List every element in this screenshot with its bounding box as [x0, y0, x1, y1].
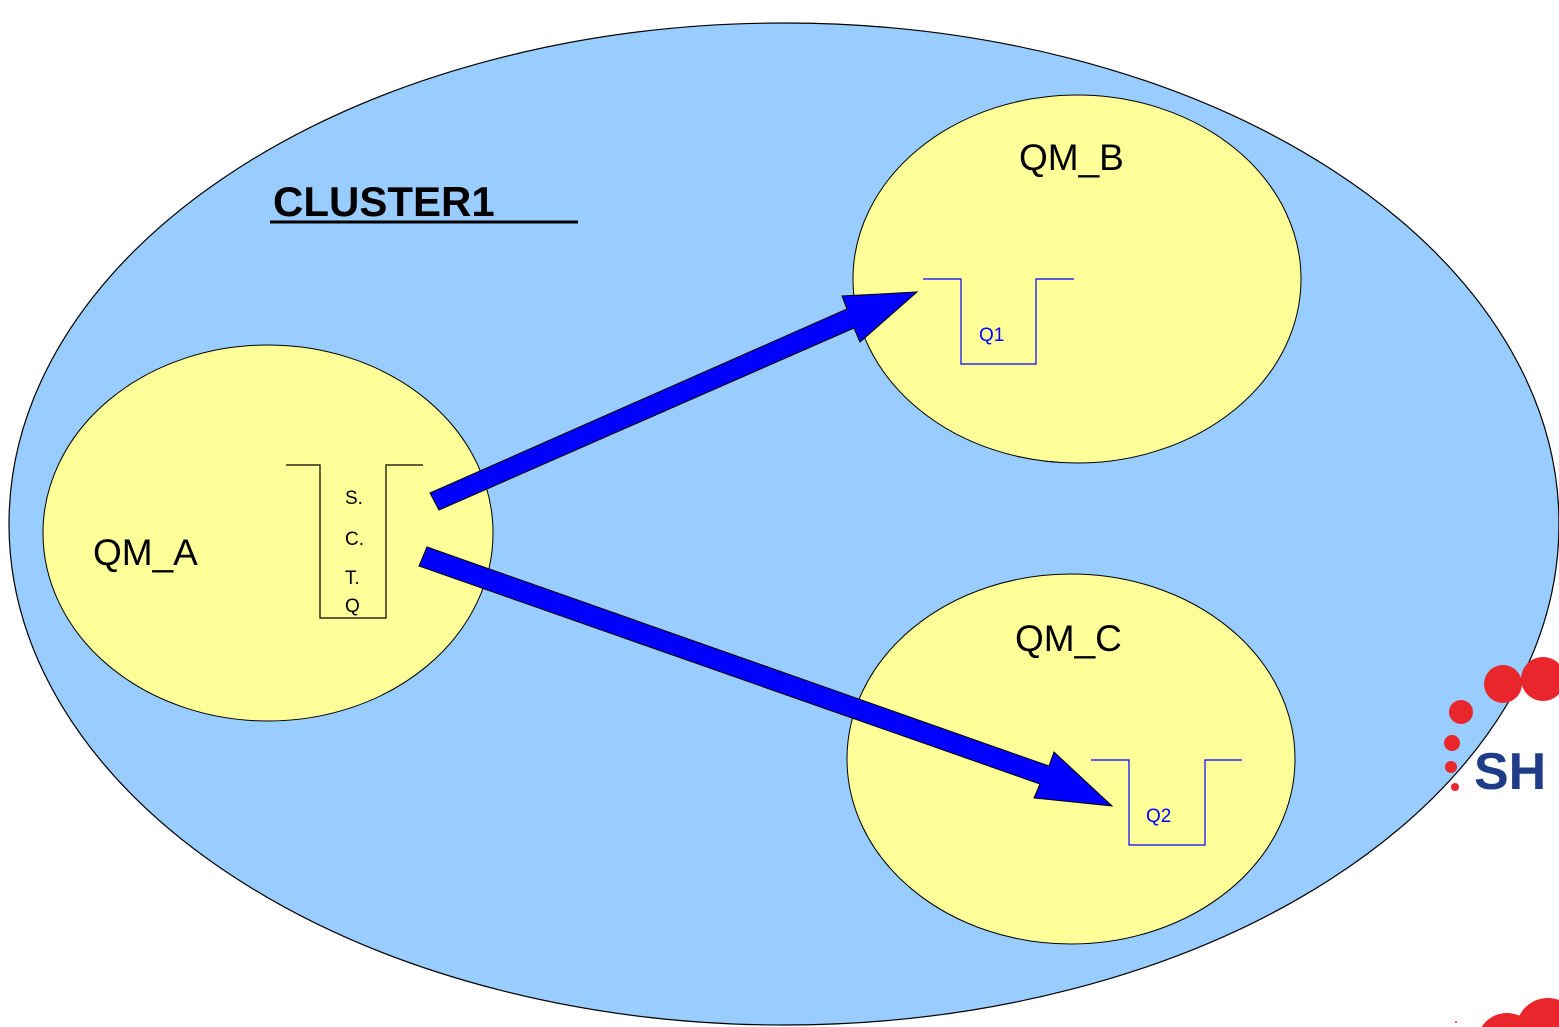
q2-label: Q2: [1146, 806, 1171, 827]
qm-b-ellipse: [852, 94, 1302, 464]
qm-c-label: QM_C: [1015, 618, 1122, 659]
logo-dot-large-2: [1516, 998, 1559, 1027]
brand-dot-tiny: [1451, 783, 1459, 791]
qm-b-label: QM_B: [1019, 137, 1124, 178]
brand-dot-big-1: [1484, 665, 1522, 703]
q1-label: Q1: [979, 325, 1004, 346]
qm-a-ellipse: [42, 344, 494, 722]
logo-dot-small-1: [1455, 1021, 1457, 1023]
brand-logo: SH: [1444, 657, 1559, 801]
sctq-letter-4: Q: [345, 596, 360, 617]
sctq-queue-shape: [286, 464, 423, 619]
brand-logo-text: SH: [1474, 743, 1546, 801]
qm-a-label: QM_A: [93, 532, 198, 573]
arrow-sctq-to-q1: [429, 291, 919, 511]
brand-dot-small-1: [1444, 735, 1460, 751]
brand-dot-small-2: [1445, 761, 1457, 773]
sctq-letter-3: T.: [345, 568, 360, 589]
company-logo: [1455, 998, 1559, 1027]
sctq-letter-2: C.: [345, 529, 364, 550]
cluster-title: CLUSTER1: [273, 178, 495, 225]
arrow-sctq-to-q2: [418, 546, 1114, 807]
q1-queue-shape: [923, 278, 1074, 365]
sctq-letter-1: S.: [345, 488, 363, 509]
brand-dot-mid: [1449, 700, 1473, 724]
qm-c-ellipse: [846, 573, 1296, 945]
brand-dot-big-2: [1521, 657, 1559, 701]
q2-queue-shape: [1091, 759, 1242, 846]
